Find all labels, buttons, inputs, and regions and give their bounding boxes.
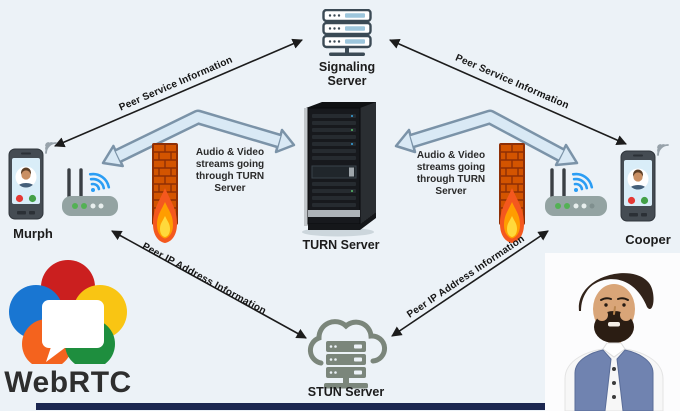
signaling-server-label: Signaling Server <box>318 60 376 88</box>
peer-ip-arrow-left <box>111 230 307 339</box>
router-icon-left <box>62 168 118 216</box>
peer-service-arrow-right <box>389 39 627 145</box>
turn-server-icon <box>302 102 376 237</box>
webrtc-logo-text: WebRTC <box>4 366 132 399</box>
stun-server-icon <box>307 319 387 389</box>
media-stream-label-right: Audio & Video streams going through TURN… <box>416 150 486 197</box>
wifi-signal-icon-cooper <box>657 144 669 156</box>
caller-label: Murph <box>13 226 53 241</box>
media-stream-block-arrow-right <box>394 109 579 167</box>
callee-label: Cooper <box>625 232 671 247</box>
bottom-progress-bar <box>36 403 634 410</box>
media-stream-label-left: Audio & Video streams going through TURN… <box>195 147 265 194</box>
flame-icon <box>500 188 524 243</box>
person-photo <box>545 253 680 411</box>
firewall-icon-right <box>499 143 525 243</box>
wifi-signal-icon-murph <box>45 142 57 154</box>
webrtc-logo <box>9 260 127 364</box>
phone-icon-murph <box>8 148 44 220</box>
media-stream-block-arrow-left <box>101 109 296 168</box>
router-icon-right <box>545 168 607 216</box>
turn-server-label: TURN Server <box>302 238 380 252</box>
peer-ip-arrow-right <box>391 230 549 337</box>
stun-server-label: STUN Server <box>307 385 385 399</box>
firewall-icon-left <box>152 143 178 243</box>
speech-bubble-icon <box>42 300 104 362</box>
signaling-server-icon <box>322 9 372 56</box>
phone-icon-cooper <box>620 150 656 222</box>
peer-service-arrow-left <box>54 38 303 148</box>
